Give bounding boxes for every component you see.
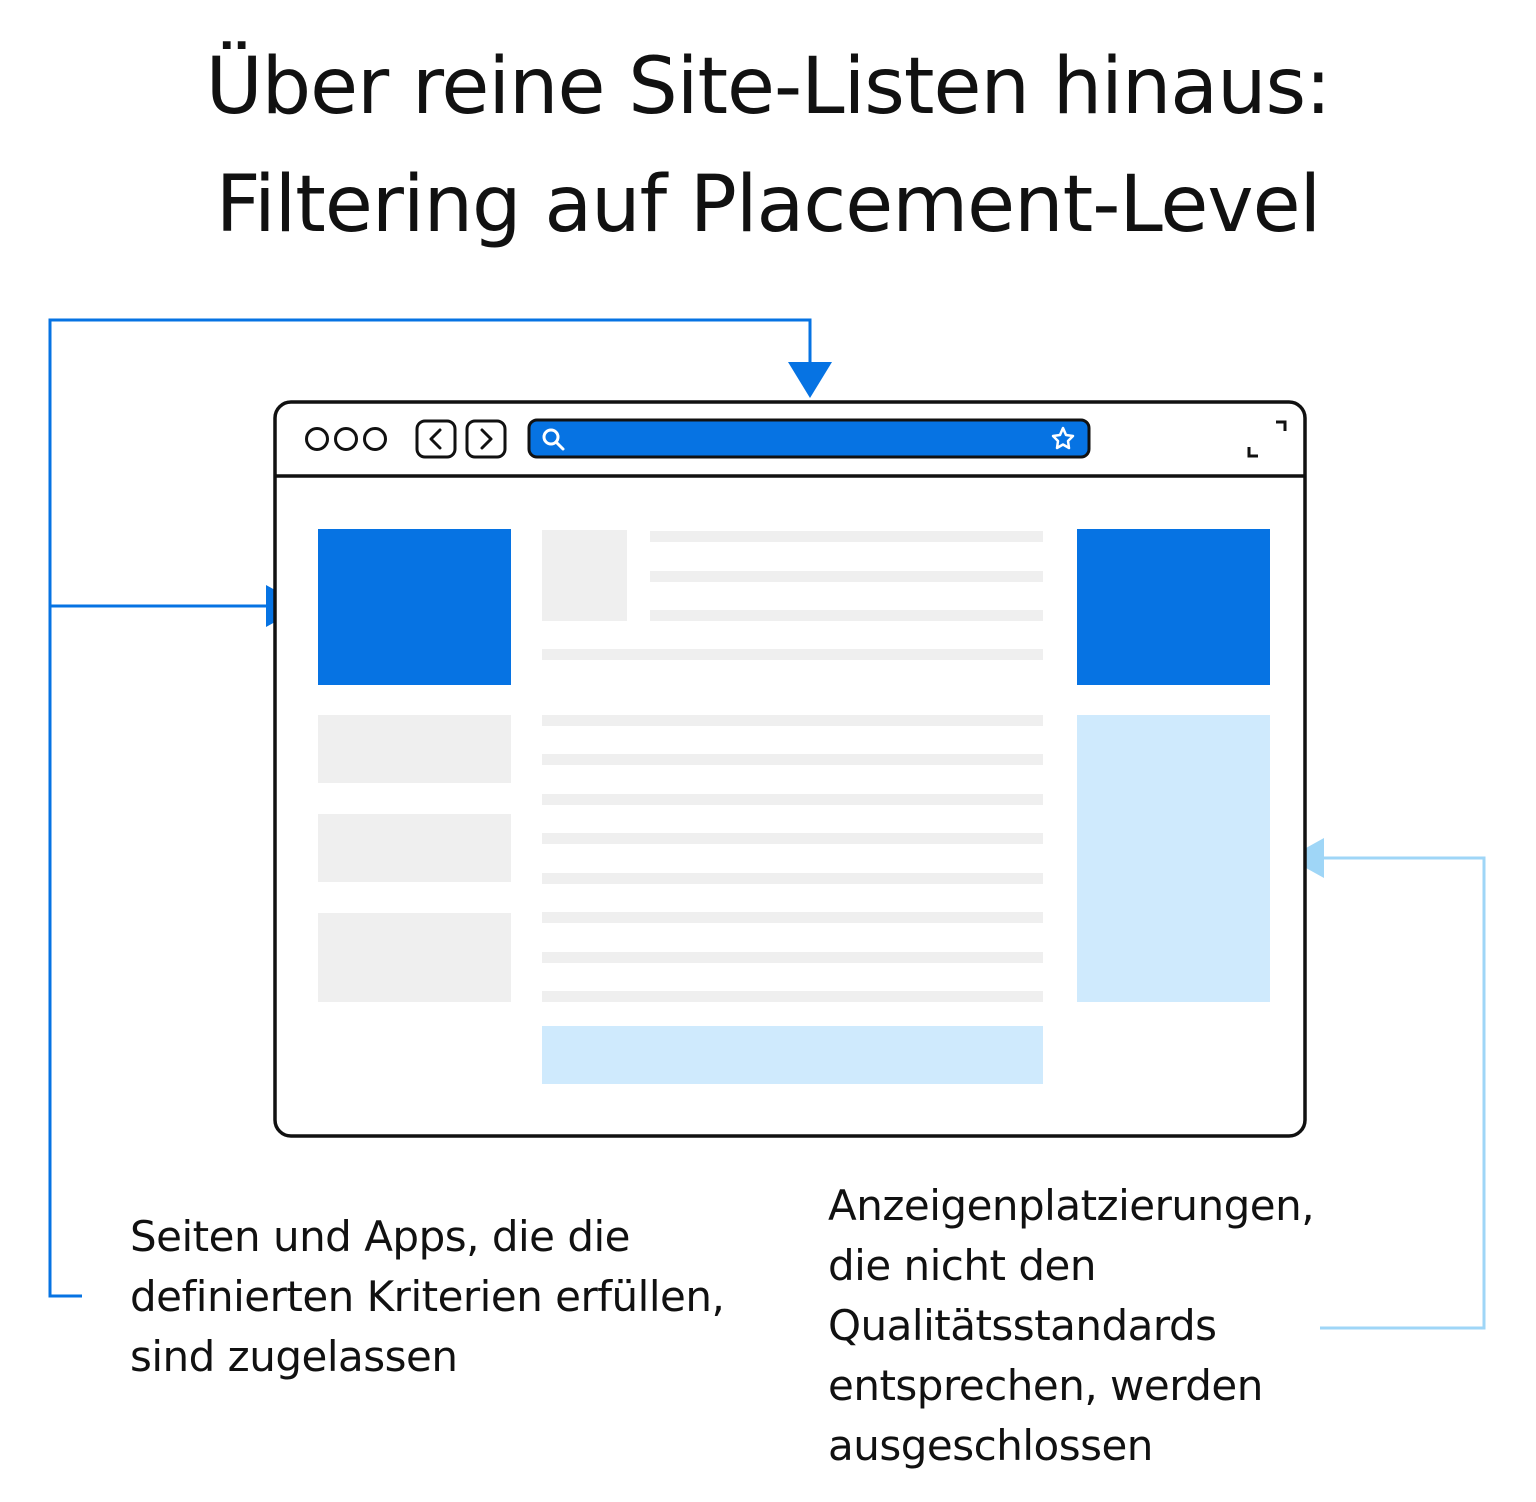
browser-frame: [273, 400, 1307, 1138]
forward-button-frame[interactable]: [465, 419, 507, 459]
text-line: [650, 531, 1043, 542]
title-line-2: Filtering auf Placement-Level: [215, 160, 1321, 250]
text-line: [542, 715, 1043, 726]
forward-arrow-icon: [480, 428, 493, 450]
text-line: [542, 833, 1043, 844]
window-control-2[interactable]: [334, 427, 358, 451]
browser-window: [273, 400, 1307, 1138]
search-icon: [542, 428, 565, 451]
expand-icon[interactable]: [1247, 420, 1287, 458]
excluded-connector: [1320, 856, 1486, 1330]
star-icon[interactable]: [1051, 426, 1075, 450]
text-line: [650, 571, 1043, 582]
caption-allowed-line: sind zugelassen: [130, 1332, 458, 1381]
caption-allowed: Seiten und Apps, die die definierten Kri…: [130, 1207, 725, 1387]
content-image-placeholder: [542, 530, 627, 621]
caption-excluded-line: Anzeigenplatzierungen,: [828, 1181, 1315, 1230]
caption-excluded: Anzeigenplatzierungen, die nicht den Qua…: [828, 1176, 1315, 1476]
back-arrow-icon: [429, 428, 442, 450]
ad-placement-allowed-right: [1077, 529, 1270, 685]
window-controls[interactable]: [305, 427, 387, 451]
text-line: [542, 873, 1043, 884]
caption-excluded-line: entsprechen, werden: [828, 1361, 1263, 1410]
content-block-left-3: [318, 913, 511, 1002]
ad-placement-excluded-right: [1077, 715, 1270, 1002]
text-line: [542, 649, 1043, 660]
diagram-title: Über reine Site-Listen hinaus: Filtering…: [0, 28, 1536, 264]
content-block-left-2: [318, 814, 511, 882]
content-block-left-1: [318, 715, 511, 783]
forward-button[interactable]: [465, 419, 507, 459]
arrow-to-address-bar: [788, 362, 832, 398]
text-line: [542, 794, 1043, 805]
text-line: [542, 754, 1043, 765]
caption-allowed-line: definierten Kriterien erfüllen,: [130, 1272, 725, 1321]
back-button[interactable]: [415, 419, 457, 459]
address-bar-field[interactable]: [527, 418, 1091, 459]
text-line: [650, 610, 1043, 621]
caption-excluded-line: ausgeschlossen: [828, 1421, 1153, 1470]
allowed-connector: [48, 318, 812, 1298]
title-line-1: Über reine Site-Listen hinaus:: [205, 42, 1332, 132]
text-line: [542, 952, 1043, 963]
excluded-connector-line: [1320, 856, 1486, 1330]
allowed-connector-line: [48, 318, 812, 1298]
text-line: [542, 912, 1043, 923]
ad-placement-excluded-bottom: [542, 1026, 1043, 1084]
text-line: [542, 991, 1043, 1002]
window-control-3[interactable]: [363, 427, 387, 451]
caption-excluded-line: die nicht den: [828, 1241, 1096, 1290]
window-control-1[interactable]: [305, 427, 329, 451]
back-button-frame[interactable]: [415, 419, 457, 459]
caption-excluded-line: Qualitätsstandards: [828, 1301, 1217, 1350]
ad-placement-allowed-left: [318, 529, 511, 685]
caption-allowed-line: Seiten und Apps, die die: [130, 1212, 631, 1261]
address-bar[interactable]: [527, 418, 1091, 459]
